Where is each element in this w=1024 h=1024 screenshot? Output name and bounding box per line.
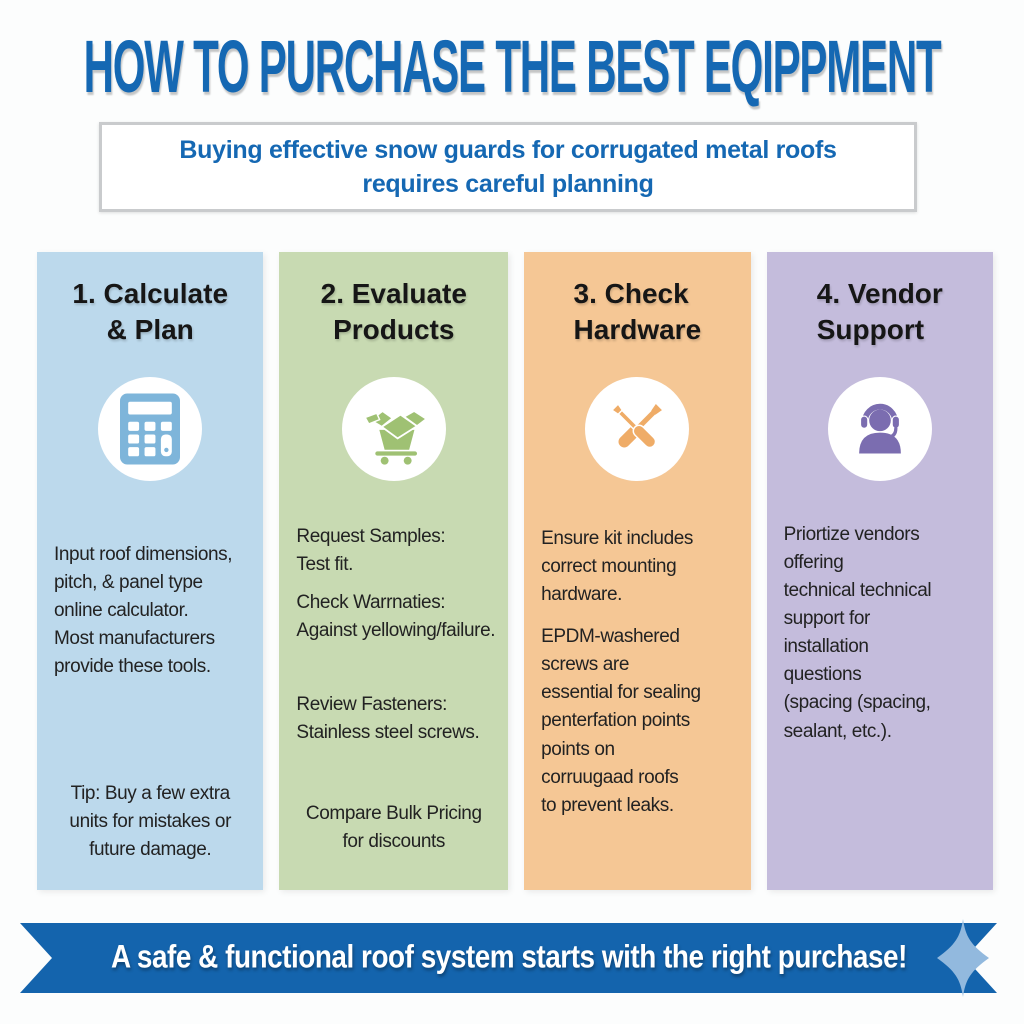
footer-banner: A safe & functional roof system starts w… [20, 919, 997, 997]
banner-text: A safe & functional roof system starts w… [110, 939, 907, 976]
step-title: 3. Check Hardware [573, 278, 702, 346]
step-paragraph: Check Warrnaties: Against yellowing/fail… [296, 592, 496, 642]
step-card-calculate-plan: 1. Calculate & Plan Input roof d [37, 252, 264, 890]
step-note: Compare Bulk Pricing for discounts [305, 802, 482, 852]
step-paragraph: Review Fasteners: Stainless steel screws… [296, 694, 480, 744]
step-card-vendor-support: 4. Vendor Support Priortize vendors offe… [766, 252, 993, 890]
step-body: Request Samples: Test fit. Check Warrnat… [279, 523, 508, 748]
page-title: HOW TO PURCHASE THE BEST EQIPPMENT [83, 25, 942, 108]
sparkle-icon [937, 919, 989, 997]
calculator-icon [120, 393, 181, 465]
step-title: 4. Vendor Support [816, 278, 943, 346]
support-agent-icon [858, 403, 901, 454]
header: HOW TO PURCHASE THE BEST EQIPPMENT [0, 24, 1024, 108]
subtitle-box: Buying effective snow guards for corruga… [99, 122, 917, 212]
step-paragraph: Request Samples: Test fit. [296, 525, 446, 575]
step-body: Priortize vendors offering technical tec… [767, 521, 993, 746]
subtitle-text: Buying effective snow guards for corruga… [179, 135, 837, 199]
step-body: Ensure kit includes correct mounting har… [524, 525, 750, 820]
step-paragraph: Priortize vendors offering technical tec… [783, 523, 932, 742]
step-paragraph: Input roof dimensions, pitch, & panel ty… [54, 543, 233, 678]
step-body: Input roof dimensions, pitch, & panel ty… [37, 541, 263, 682]
step-icon-circle [98, 376, 203, 481]
step-paragraph: EPDM-washered screws are essential for s… [541, 626, 701, 816]
step-card-evaluate-products: 2. Evaluate Products Request Samples: Te… [279, 252, 509, 890]
step-paragraph: Ensure kit includes correct mounting har… [541, 527, 694, 605]
step-title: 2. Evaluate Products [320, 278, 467, 346]
step-icon-circle [585, 376, 690, 481]
step-title: 1. Calculate & Plan [72, 278, 229, 346]
step-note: Tip: Buy a few extra units for mistakes … [69, 782, 232, 860]
steps-row: 1. Calculate & Plan Input roof d [37, 252, 993, 890]
cart-box-icon [363, 409, 428, 465]
step-icon-circle [341, 376, 446, 481]
banner-ribbon: A safe & functional roof system starts w… [20, 923, 997, 993]
step-card-check-hardware: 3. Check Hardware Ensure kit in [524, 252, 751, 890]
step-icon-circle [827, 376, 932, 481]
screwdrivers-icon [611, 402, 663, 448]
